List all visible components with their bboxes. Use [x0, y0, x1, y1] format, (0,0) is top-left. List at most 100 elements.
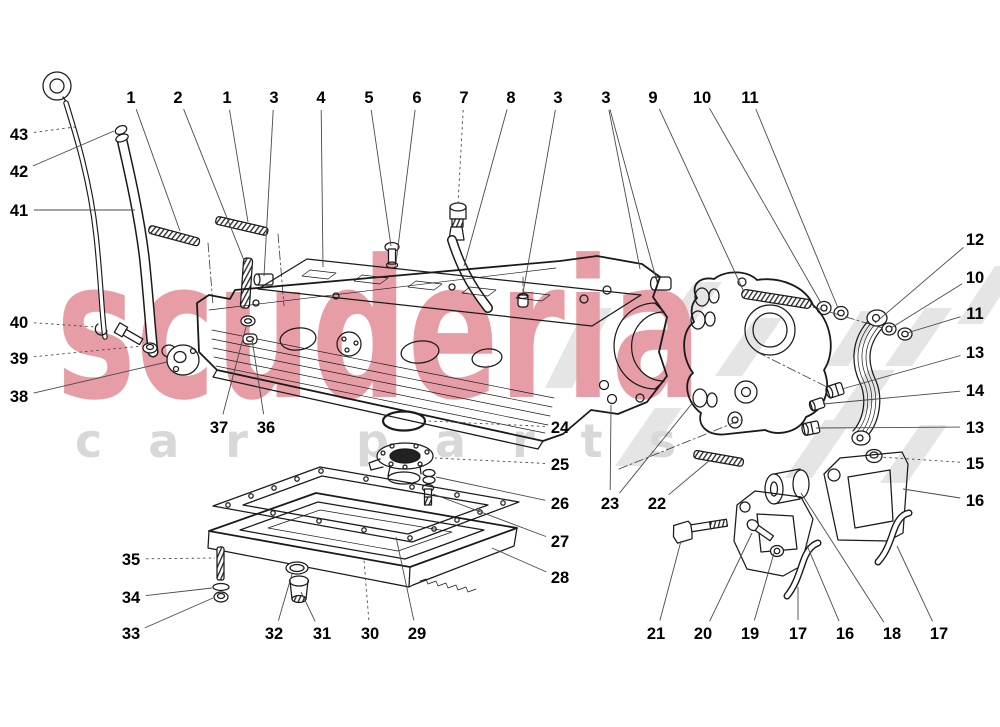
leader-line-42 [32, 130, 115, 167]
callout-38: 38 [10, 361, 168, 406]
callout-15: 15 [879, 455, 984, 473]
callout-27: 27 [432, 493, 569, 551]
callout-11: 11 [741, 89, 839, 309]
part-number-label: 39 [10, 350, 28, 368]
leader-line-13 [815, 426, 961, 429]
part-number-label: 16 [836, 625, 854, 643]
callout-21: 21 [647, 540, 682, 643]
callout-5: 5 [364, 89, 392, 247]
part-number-label: 27 [551, 533, 569, 551]
leader-line-25 [434, 457, 546, 464]
part-number-label: 18 [883, 625, 901, 643]
part-number-label: 33 [122, 625, 140, 643]
part-number-label: 41 [10, 202, 28, 220]
part-number-label: 35 [122, 551, 140, 569]
leader-line-3 [609, 109, 658, 283]
callout-13: 13 [815, 419, 984, 437]
callout-2: 2 [173, 89, 246, 264]
callout-3: 3 [263, 89, 279, 277]
oil-tube-art [94, 133, 200, 376]
callout-10: 10 [693, 89, 822, 304]
callout-22: 22 [648, 459, 711, 513]
leader-line-29 [395, 536, 415, 621]
part-number-label: 1 [126, 89, 135, 107]
callout-3: 3 [522, 89, 563, 294]
part-number-label: 6 [412, 89, 421, 107]
part-number-label: 13 [966, 419, 984, 437]
part-number-label: 12 [966, 231, 984, 249]
leader-line-17 [896, 545, 933, 622]
part-number-label: 14 [966, 382, 985, 400]
callout-17: 17 [789, 587, 807, 643]
part-number-label: 40 [10, 314, 28, 332]
callout-1: 1 [126, 89, 181, 232]
part-number-label: 7 [459, 89, 468, 107]
leader-line-3 [522, 109, 556, 294]
callout-6: 6 [395, 89, 422, 264]
part-number-label: 34 [122, 589, 141, 607]
leader-line-26 [435, 476, 546, 501]
leader-line-14 [822, 390, 961, 405]
leader-line-8 [463, 109, 508, 267]
part-number-label: 37 [210, 419, 228, 437]
leader-line-23 [619, 400, 695, 494]
callout-19: 19 [741, 552, 775, 643]
part-number-label: 10 [693, 89, 711, 107]
part-number-label: 29 [408, 625, 426, 643]
leader-line-30 [363, 559, 370, 621]
part-number-label: 9 [648, 89, 657, 107]
leader-line-12 [874, 247, 964, 324]
callout-26: 26 [435, 476, 569, 513]
leader-line-32 [277, 573, 293, 621]
callout-11: 11 [906, 305, 984, 334]
callout-29: 29 [395, 536, 426, 643]
callout-41: 41 [10, 202, 135, 220]
leader-line-34 [145, 587, 213, 597]
leader-line-3 [263, 109, 274, 277]
callout-14: 14 [822, 382, 985, 405]
part-number-label: 4 [316, 89, 326, 107]
part-number-label: 3 [601, 89, 610, 107]
part-number-label: 11 [966, 305, 983, 323]
leader-line-22 [668, 459, 711, 496]
part-number-label: 2 [173, 89, 182, 107]
watermark-stripes [545, 266, 1000, 483]
leader-line-18 [800, 492, 885, 623]
leader-line-10 [709, 108, 822, 304]
oil-pump-art [618, 271, 913, 470]
leader-line-40 [33, 322, 97, 328]
leader-line-16 [805, 542, 840, 622]
callout-4: 4 [316, 89, 326, 268]
leader-line-5 [370, 109, 392, 247]
part-number-label: 25 [551, 456, 569, 474]
leader-line-36 [251, 338, 265, 415]
leader-line-10 [890, 283, 963, 329]
callout-12: 12 [874, 231, 984, 324]
part-number-label: 17 [930, 625, 948, 643]
part-number-label: 32 [265, 625, 283, 643]
part-number-label: 16 [966, 492, 984, 510]
callout-42: 42 [10, 130, 115, 181]
part-number-label: 13 [966, 344, 984, 362]
leader-line-33 [144, 597, 214, 629]
part-number-label: 10 [966, 269, 984, 287]
callout-16: 16 [805, 542, 854, 643]
leader-line-15 [879, 456, 961, 463]
callout-39: 39 [10, 345, 143, 368]
leader-line-1 [229, 109, 249, 223]
callout-30: 30 [361, 559, 379, 643]
leader-line-37 [222, 326, 247, 415]
part-number-label: 24 [551, 419, 570, 437]
oil-pan-art [207, 492, 518, 604]
part-number-label: 23 [601, 495, 619, 513]
callout-10: 10 [890, 269, 984, 329]
callout-28: 28 [491, 547, 569, 587]
callout-7: 7 [457, 89, 469, 205]
part-number-label: 38 [10, 388, 28, 406]
leader-line-35 [145, 557, 216, 560]
leader-line-19 [753, 552, 775, 621]
part-number-label: 11 [741, 89, 758, 107]
callout-1: 1 [222, 89, 249, 223]
